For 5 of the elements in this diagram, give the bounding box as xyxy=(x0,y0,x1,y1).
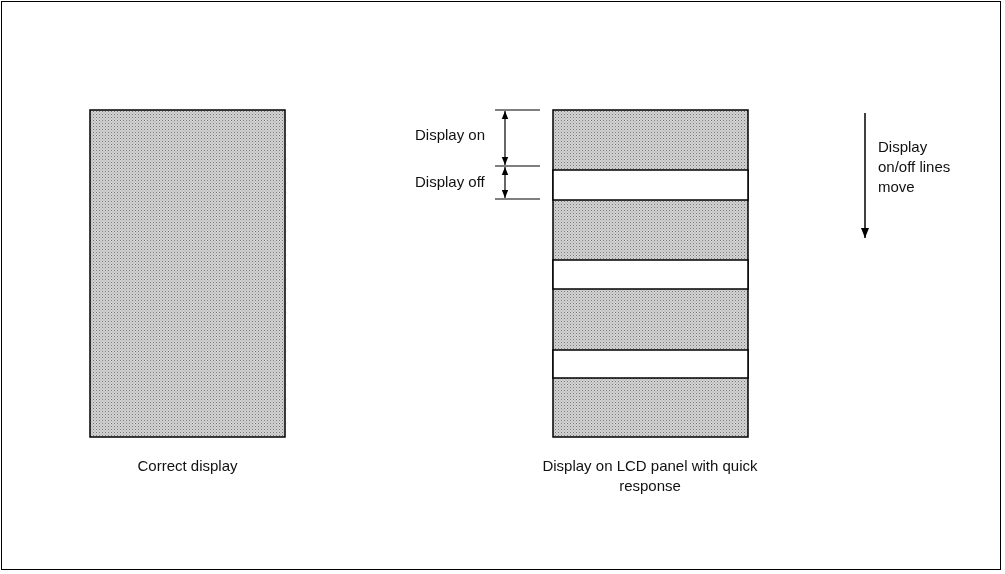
panel-caption: Correct display xyxy=(136,456,239,476)
dimension-label: Display on xyxy=(415,125,487,145)
panel-caption: Display on LCD panel with quick response xyxy=(541,456,759,496)
direction-label: Display on/off lines move xyxy=(878,137,952,197)
dimension-label: Display off xyxy=(415,172,486,192)
